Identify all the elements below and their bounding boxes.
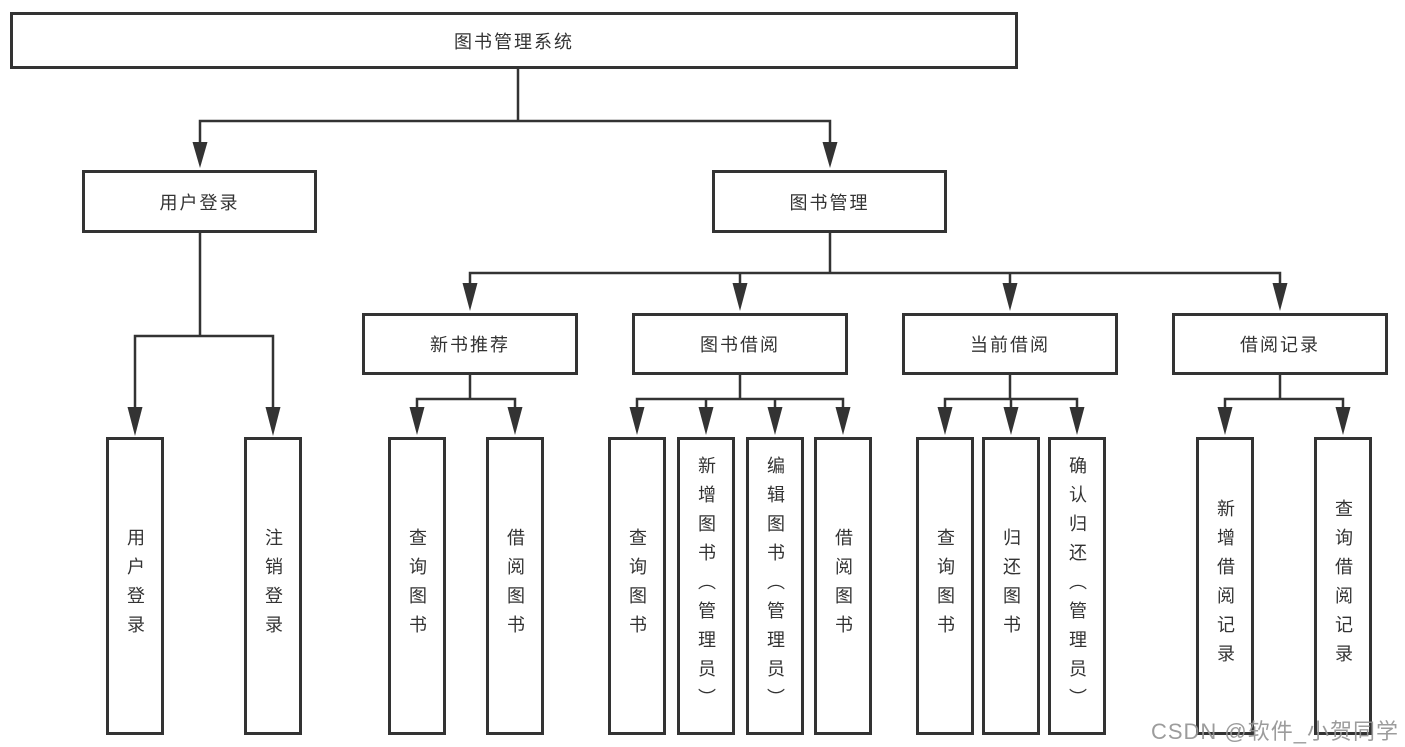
arrow-down-icon	[507, 407, 523, 435]
connector-book-borrowing	[635, 373, 845, 411]
connector-borrowing-records	[1223, 373, 1345, 411]
arrow-down-icon	[1217, 407, 1233, 435]
node-label: 借阅记录	[1240, 335, 1320, 355]
node-label: 归还图书	[1001, 528, 1021, 644]
connector-new-book-recommend	[415, 373, 517, 411]
node-label: 用户登录	[159, 192, 240, 213]
arrow-down-icon	[409, 407, 425, 435]
arrow-down-icon	[1335, 407, 1351, 435]
arrow-down-icon	[698, 407, 714, 435]
leaf-add-borrow-record: 新增借阅记录	[1196, 437, 1254, 735]
leaf-logout: 注销登录	[244, 437, 302, 735]
node-label: 查询借阅记录	[1333, 499, 1353, 673]
connector-current-borrowing	[943, 373, 1079, 411]
connector-user-login	[133, 231, 275, 412]
leaf-query-books-1: 查询图书	[388, 437, 446, 735]
arrow-down-icon	[767, 407, 783, 435]
arrow-down-icon	[192, 142, 208, 168]
arrow-down-icon	[1069, 407, 1085, 435]
arrow-down-icon	[1003, 407, 1019, 435]
leaf-return-books: 归还图书	[982, 437, 1040, 735]
node-label: 注销登录	[263, 528, 283, 644]
node-current-borrowing: 当前借阅	[902, 313, 1118, 375]
node-borrowing-records: 借阅记录	[1172, 313, 1388, 375]
node-label: 新书推荐	[430, 335, 510, 355]
leaf-query-books-2: 查询图书	[608, 437, 666, 735]
leaf-add-books-admin: 新增图书（管理员）	[677, 437, 735, 735]
arrow-down-icon	[835, 407, 851, 435]
node-label: 借阅图书	[833, 528, 853, 644]
node-label: 查询图书	[627, 528, 647, 644]
node-label: 新增借阅记录	[1215, 499, 1235, 673]
node-label: 当前借阅	[970, 335, 1050, 355]
node-user-login: 用户登录	[82, 170, 317, 233]
arrow-down-icon	[937, 407, 953, 435]
node-label: 新增图书（管理员）	[696, 455, 716, 717]
arrow-down-icon	[462, 283, 478, 311]
node-label: 图书管理系统	[454, 31, 574, 52]
node-label: 图书借阅	[700, 335, 780, 355]
leaf-borrow-books-1: 借阅图书	[486, 437, 544, 735]
arrow-down-icon	[1272, 283, 1288, 311]
node-book-management: 图书管理	[712, 170, 947, 233]
leaf-query-borrow-record: 查询借阅记录	[1314, 437, 1372, 735]
node-label: 用户登录	[125, 528, 145, 644]
arrowheads	[127, 142, 1351, 436]
connector-root	[198, 66, 832, 148]
arrow-down-icon	[1002, 283, 1018, 311]
leaf-user-login: 用户登录	[106, 437, 164, 735]
node-label: 图书管理	[789, 192, 870, 213]
arrow-down-icon	[265, 407, 281, 436]
node-label: 查询图书	[407, 528, 427, 644]
arrow-down-icon	[629, 407, 645, 435]
leaf-query-books-3: 查询图书	[916, 437, 974, 735]
leaf-borrow-books-2: 借阅图书	[814, 437, 872, 735]
arrow-down-icon	[732, 283, 748, 311]
leaf-confirm-return-admin: 确认归还（管理员）	[1048, 437, 1106, 735]
node-book-borrowing: 图书借阅	[632, 313, 848, 375]
leaf-edit-books-admin: 编辑图书（管理员）	[746, 437, 804, 735]
connector-book-management	[468, 231, 1282, 286]
node-label: 借阅图书	[505, 528, 525, 644]
node-label: 编辑图书（管理员）	[765, 455, 785, 717]
node-label: 确认归还（管理员）	[1067, 455, 1087, 717]
node-label: 查询图书	[935, 528, 955, 644]
node-library-management-system: 图书管理系统	[10, 12, 1018, 69]
node-new-book-recommend: 新书推荐	[362, 313, 578, 375]
arrow-down-icon	[127, 407, 143, 436]
arrow-down-icon	[822, 142, 838, 168]
